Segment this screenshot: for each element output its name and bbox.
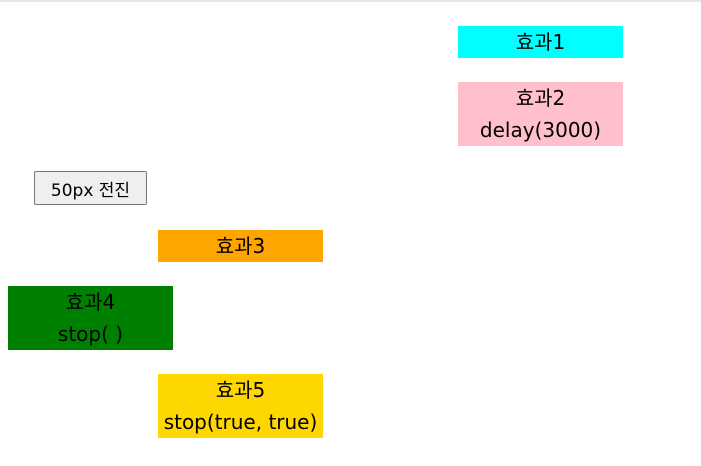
effect-box-1: 효과1 xyxy=(458,26,623,58)
effect-box-5-title: 효과5 xyxy=(215,378,266,402)
effect-box-4-caption: stop( ) xyxy=(57,322,124,346)
effect-box-3: 효과3 xyxy=(158,230,323,262)
effect-box-5: 효과5 stop(true, true) xyxy=(158,374,323,438)
advance-50px-button[interactable]: 50px 전진 xyxy=(34,171,147,205)
effect-box-2-title: 효과2 xyxy=(515,86,566,110)
top-divider xyxy=(0,0,701,2)
effect-box-4: 효과4 stop( ) xyxy=(8,286,173,350)
effect-box-5-caption: stop(true, true) xyxy=(163,410,318,434)
effect-box-1-title: 효과1 xyxy=(515,30,566,54)
effect-box-3-title: 효과3 xyxy=(215,234,266,258)
effect-box-2: 효과2 delay(3000) xyxy=(458,82,623,146)
effect-box-2-caption: delay(3000) xyxy=(479,118,602,142)
effect-box-4-title: 효과4 xyxy=(65,290,116,314)
